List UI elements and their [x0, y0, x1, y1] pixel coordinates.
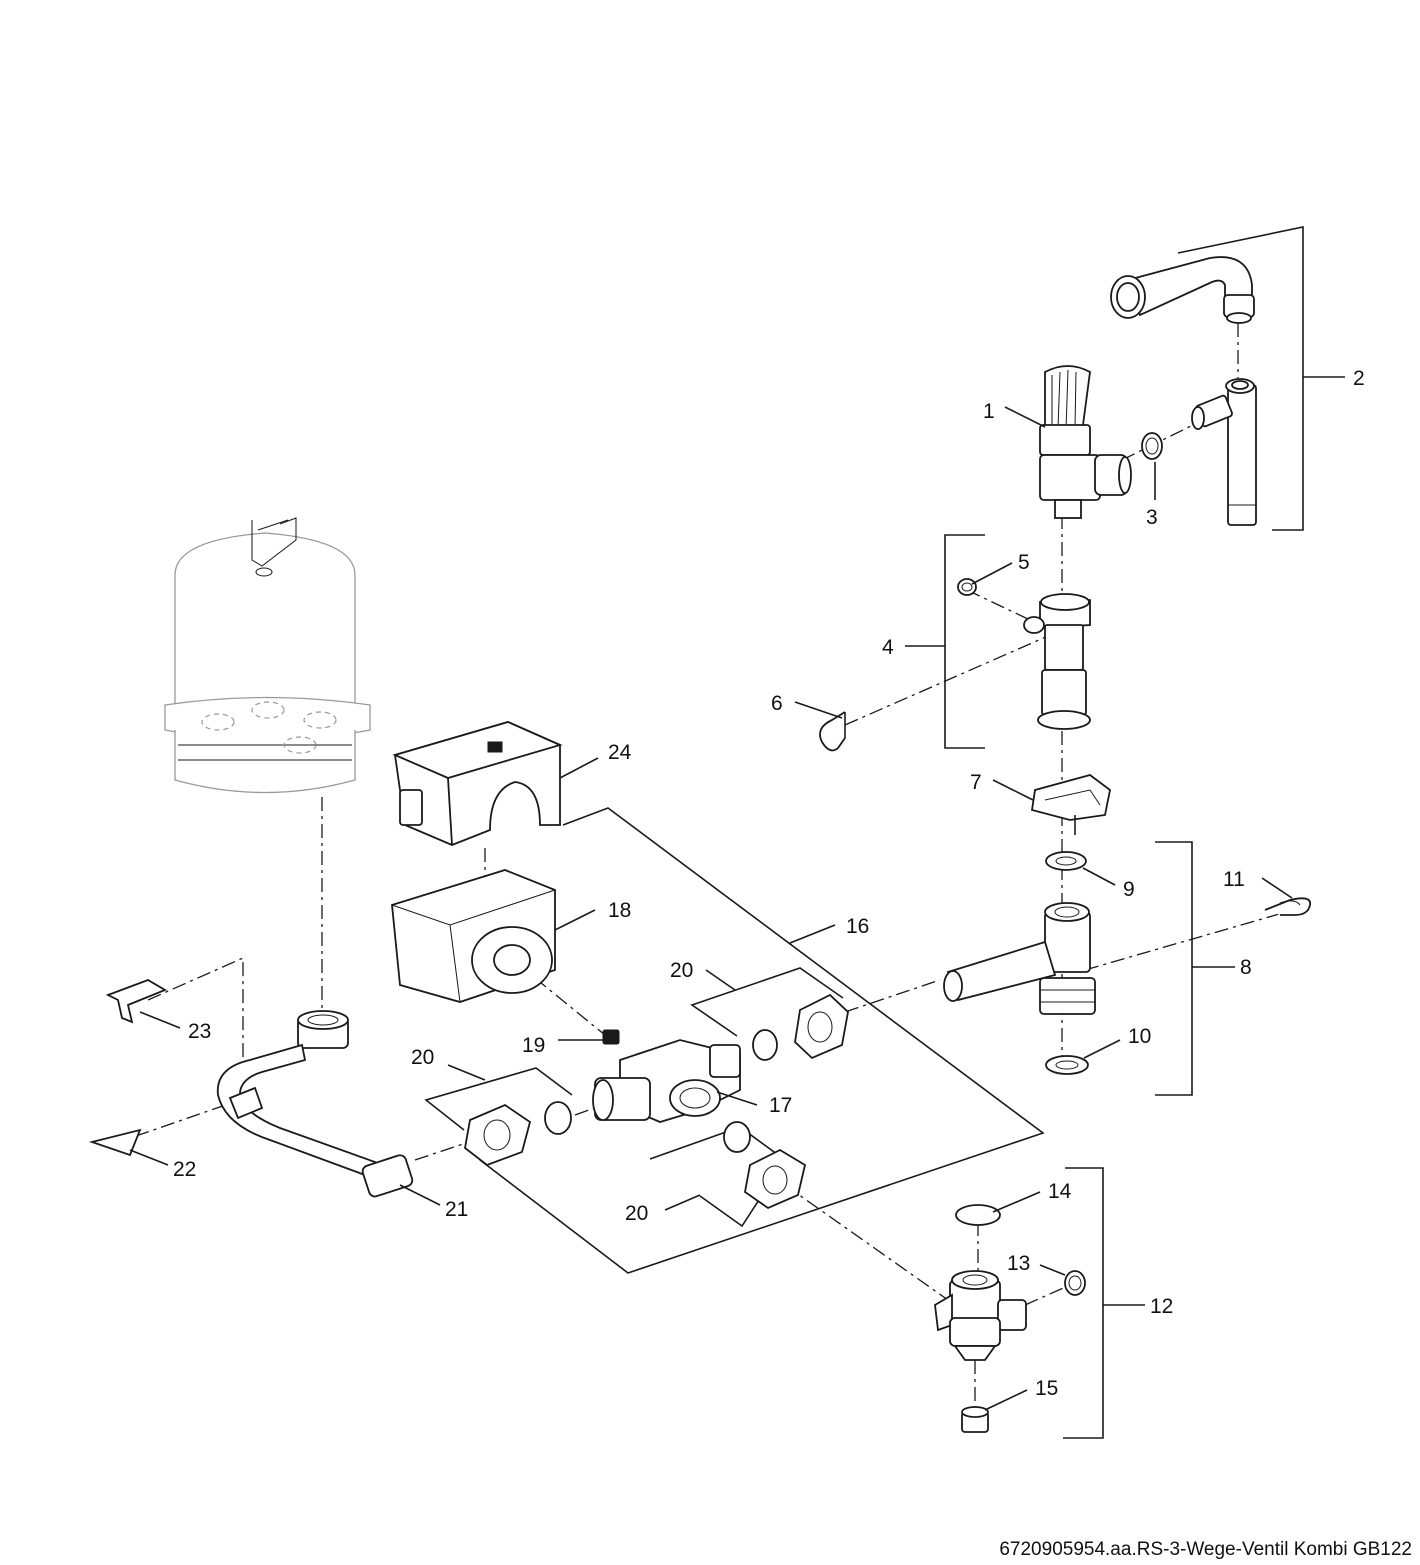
callout-11: 11 [1223, 868, 1245, 891]
part-10-washer [1045, 1055, 1089, 1075]
callout-7: 7 [970, 771, 982, 794]
callout-3: 3 [1146, 506, 1158, 529]
callout-15: 15 [1035, 1377, 1058, 1400]
part-17-valve-body [592, 1039, 741, 1123]
part-23-clip [105, 979, 168, 1024]
callout-10: 10 [1128, 1025, 1151, 1048]
callout-6: 6 [771, 692, 783, 715]
callout-20-lower: 20 [625, 1202, 648, 1225]
part-20-nuts [464, 993, 849, 1210]
leader-lines [129, 406, 1293, 1411]
callout-19: 19 [522, 1034, 545, 1057]
callout-labels: 1 2 3 4 5 6 7 8 9 10 11 12 13 14 15 16 1… [173, 367, 1365, 1400]
part-11-clip [1264, 897, 1312, 916]
callout-9: 9 [1123, 878, 1135, 901]
callout-23: 23 [188, 1020, 211, 1043]
part-2-drain-pipe [1110, 256, 1257, 526]
callout-22: 22 [173, 1158, 196, 1181]
callout-13: 13 [1007, 1252, 1030, 1275]
part-3-o-ring [1141, 432, 1163, 460]
part-22-clip [88, 1128, 142, 1157]
callout-17: 17 [769, 1094, 792, 1117]
callout-16: 16 [846, 915, 869, 938]
siphon-vessel [164, 517, 371, 794]
callout-14: 14 [1048, 1180, 1072, 1203]
part-21-hose [216, 1010, 414, 1198]
callout-4: 4 [882, 636, 894, 659]
callout-12: 12 [1150, 1295, 1173, 1318]
part-5-o-ring [957, 578, 977, 596]
callout-5: 5 [1018, 551, 1030, 574]
part-6-clip [819, 711, 846, 752]
callout-8: 8 [1240, 956, 1252, 979]
part-1-relief-valve [1039, 365, 1132, 519]
callout-2: 2 [1353, 367, 1365, 390]
part-7-retaining-clip [1030, 774, 1111, 835]
callout-20-left: 20 [411, 1046, 434, 1069]
callout-1: 1 [983, 400, 995, 423]
part-18-actuator [391, 869, 556, 1003]
part-12-fitting [934, 1270, 1027, 1361]
part-19-vent [602, 1029, 620, 1045]
part-14-o-ring [955, 1204, 1001, 1226]
part-24-cover [392, 721, 563, 846]
part-13-o-ring [1064, 1270, 1086, 1296]
callout-24: 24 [608, 741, 632, 764]
drawing-reference-caption: 6720905954.aa.RS-3-Wege-Ventil Kombi GB1… [999, 1539, 1412, 1560]
callout-21: 21 [445, 1198, 468, 1221]
callout-20-upper: 20 [670, 959, 693, 982]
part-8-t-piece [943, 902, 1096, 1015]
part-4-connection-piece [1023, 593, 1091, 730]
callout-18: 18 [608, 899, 631, 922]
part-9-washer [1045, 851, 1087, 871]
part-15-plug [961, 1406, 989, 1433]
